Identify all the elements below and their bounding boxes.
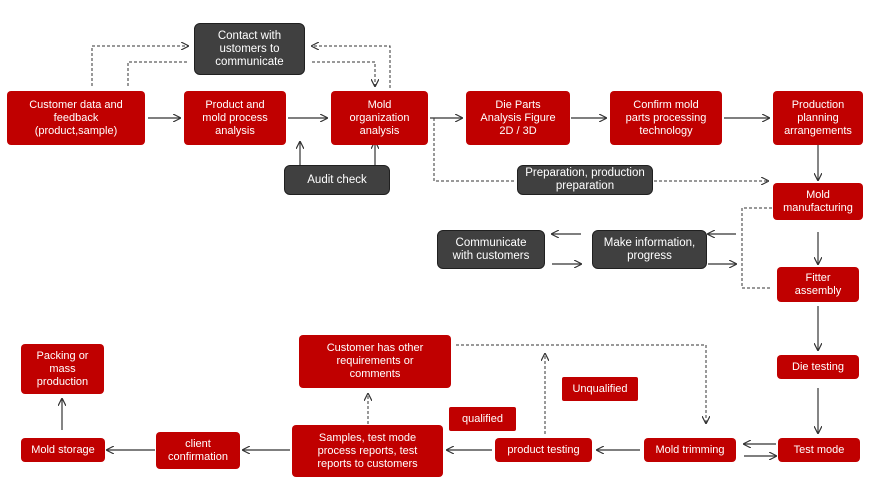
dash-contact-to-mold-org <box>312 61 375 86</box>
node-samples-reports: Samples, test mode process reports, test… <box>292 425 443 477</box>
node-confirm-parts: Confirm mold parts processing technology <box>610 91 722 145</box>
node-customer-data: Customer data and feedback (product,samp… <box>7 91 145 145</box>
node-client-confirmation: client confirmation <box>156 432 240 469</box>
node-preparation: Preparation, production preparation <box>517 165 653 195</box>
dash-customer-to-contact <box>91 46 188 86</box>
node-die-testing: Die testing <box>777 355 859 379</box>
node-mold-storage: Mold storage <box>21 438 105 462</box>
dash-mold-org-to-contact <box>312 46 391 88</box>
node-product-analysis: Product and mold process analysis <box>184 91 286 145</box>
node-product-testing: product testing <box>495 438 592 462</box>
node-contact-customers: Contact with ustomers to communicate <box>194 23 305 75</box>
node-die-parts: Die Parts Analysis Figure 2D / 3D <box>466 91 570 145</box>
node-mold-trimming: Mold trimming <box>644 438 736 462</box>
node-test-mode: Test mode <box>778 438 860 462</box>
node-make-information: Make information, progress <box>592 230 707 269</box>
dash-mold-org-to-preparation <box>433 118 516 182</box>
node-mold-manufacturing: Mold manufacturing <box>773 183 863 220</box>
node-communicate-customers: Communicate with customers <box>437 230 545 269</box>
node-production-planning: Production planning arrangements <box>773 91 863 145</box>
node-packing: Packing or mass production <box>21 344 104 394</box>
label-qualified: qualified <box>449 407 516 431</box>
dash-contact-to-customer <box>127 61 188 86</box>
node-audit-check: Audit check <box>284 165 390 195</box>
dash-manufacturing-to-fitter-bracket <box>741 207 772 289</box>
dash-customer-req-to-trimming <box>456 344 706 423</box>
label-unqualified: Unqualified <box>562 377 638 401</box>
node-fitter-assembly: Fitter assembly <box>777 267 859 302</box>
node-customer-requirements: Customer has other requirements or comme… <box>299 335 451 388</box>
node-mold-organization: Mold organization analysis <box>331 91 428 145</box>
